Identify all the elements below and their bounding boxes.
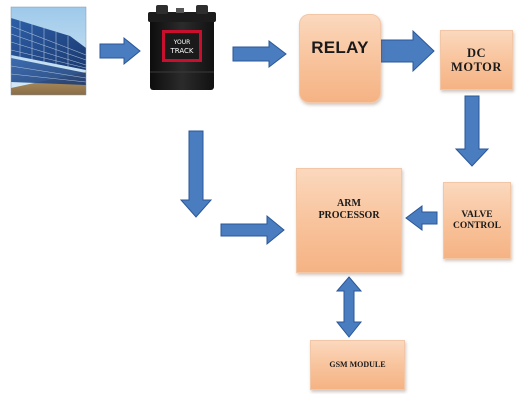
relay-label: RELAY <box>311 37 369 57</box>
arrow-motor-to-valve <box>454 95 490 167</box>
arrow-battery-down <box>179 130 213 218</box>
valve-control-block: VALVE CONTROL <box>443 182 511 259</box>
dc-motor-block: DC MOTOR <box>440 30 513 90</box>
valve-control-label: VALVE CONTROL <box>452 209 502 231</box>
solar-panel-image <box>10 6 87 96</box>
gsm-module-label: GSM MODULE <box>329 360 386 370</box>
svg-text:YOUR: YOUR <box>173 39 191 46</box>
dc-motor-label: DC MOTOR <box>451 45 502 74</box>
relay-block: RELAY <box>299 14 381 103</box>
arrow-battery-to-relay <box>232 39 287 69</box>
arm-processor-label: ARM PROCESSOR <box>318 198 380 221</box>
arrow-to-arm-processor <box>220 214 285 246</box>
svg-text:TRACK: TRACK <box>170 47 194 55</box>
gsm-module-block: GSM MODULE <box>310 340 405 390</box>
arrow-relay-to-motor <box>380 29 435 73</box>
battery-image: YOUR TRACK <box>148 5 216 90</box>
arrow-valve-to-arm <box>405 205 438 231</box>
arrow-arm-gsm-bidirectional <box>335 276 363 338</box>
arm-processor-block: ARM PROCESSOR <box>296 168 402 273</box>
arrow-solar-to-battery <box>99 36 141 66</box>
